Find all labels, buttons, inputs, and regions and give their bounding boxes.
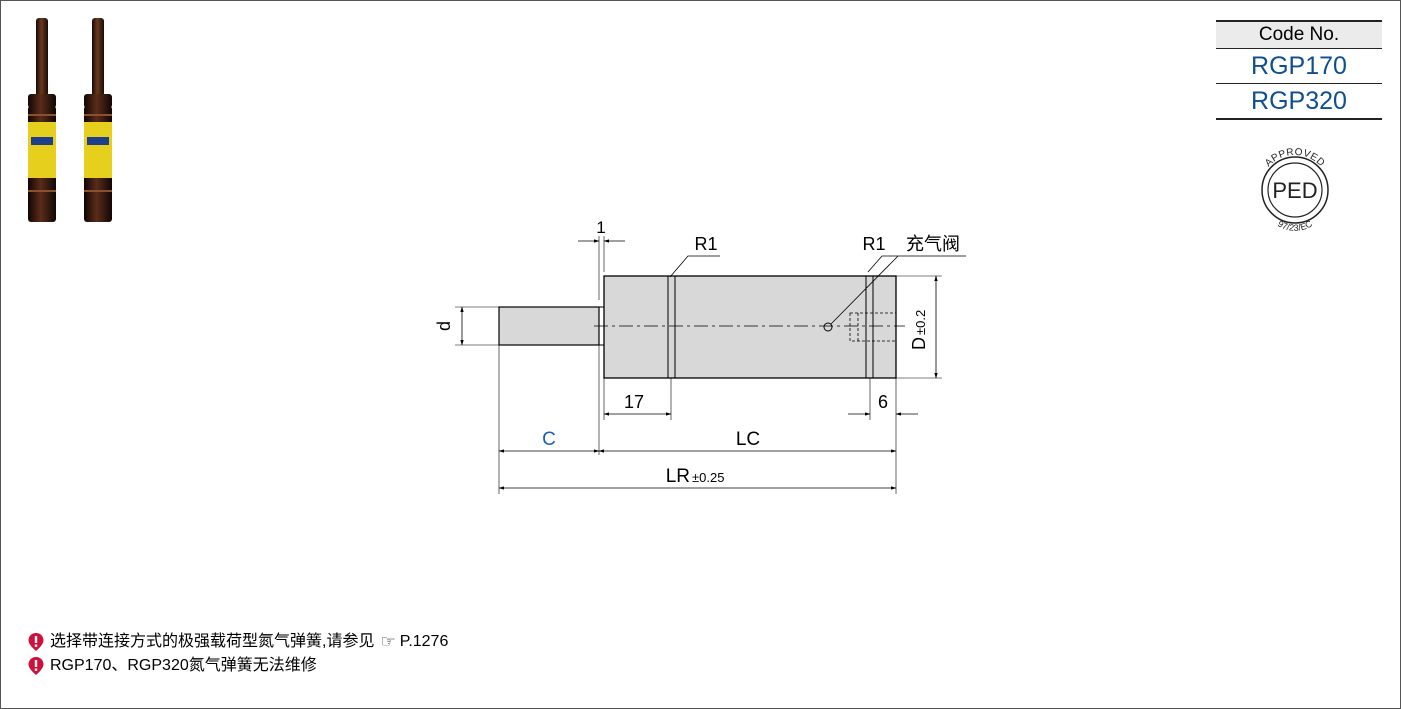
note-text: 选择带连接方式的极强载荷型氮气弹簧,请参见 xyxy=(50,633,375,650)
dim-radius-left: R1 xyxy=(694,234,717,254)
code-rgp170[interactable]: RGP170 xyxy=(1216,49,1382,84)
dim-rod-diameter: d xyxy=(434,321,454,331)
groove-right xyxy=(865,276,874,378)
ped-top-text: APPROVED xyxy=(1263,147,1326,169)
ped-bottom-text: 97/23/EC xyxy=(1276,218,1314,233)
svg-text:APPROVED: APPROVED xyxy=(1263,147,1327,169)
dim-overall-length: LR xyxy=(666,466,690,487)
piston-rod xyxy=(498,306,600,346)
notes: 选择带连接方式的极强载荷型氮气弹簧,请参见 ☞ P.1276 RGP170、RG… xyxy=(28,630,448,678)
dim-groove-offset: 17 xyxy=(624,392,644,412)
note-item: RGP170、RGP320氮气弹簧无法维修 xyxy=(28,654,448,678)
code-rgp320[interactable]: RGP320 xyxy=(1216,84,1382,120)
note-text: RGP170、RGP320氮气弹簧无法维修 xyxy=(50,657,317,674)
dim-stroke: C xyxy=(542,429,556,450)
gas-spring-image-right xyxy=(84,18,112,222)
dim-step: 1 xyxy=(596,218,605,237)
code-table: Code No. RGP170 RGP320 xyxy=(1216,20,1382,120)
cylinder-body xyxy=(603,275,897,379)
page-reference-link[interactable]: P.1276 xyxy=(399,633,449,650)
groove-left xyxy=(667,276,676,378)
warning-pin-icon xyxy=(28,633,44,651)
code-table-header: Code No. xyxy=(1216,20,1382,49)
dim-body-diameter-tol: ±0.2 xyxy=(913,310,928,335)
dim-body-length: LC xyxy=(736,429,760,450)
pointing-hand-icon: ☞ xyxy=(380,632,396,651)
ped-approval-seal-icon: APPROVED PED 97/23/EC xyxy=(1261,147,1329,233)
product-photo xyxy=(28,18,112,222)
warning-pin-icon xyxy=(28,657,44,675)
dim-radius-right: R1 xyxy=(862,234,885,254)
dim-end-width: 6 xyxy=(878,392,888,412)
charge-valve xyxy=(849,312,897,342)
valve-label: 充气阀 xyxy=(906,234,960,254)
dim-overall-length-tol: ±0.25 xyxy=(692,470,724,485)
dim-body-diameter: D xyxy=(909,337,929,350)
svg-text:97/23/EC: 97/23/EC xyxy=(1276,218,1314,233)
ped-center-text: PED xyxy=(1272,178,1317,203)
gas-spring-image-left xyxy=(28,18,56,222)
technical-drawing: 1 R1 R1 充气阀 d D ±0.2 17 6 C LC LR ±0.25 xyxy=(434,218,966,494)
note-item: 选择带连接方式的极强载荷型氮气弹簧,请参见 ☞ P.1276 xyxy=(28,630,448,654)
